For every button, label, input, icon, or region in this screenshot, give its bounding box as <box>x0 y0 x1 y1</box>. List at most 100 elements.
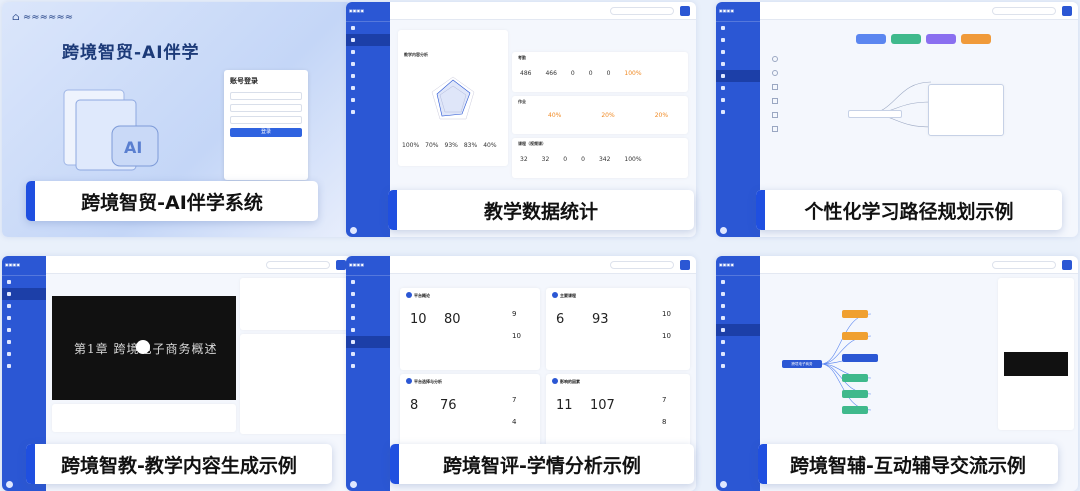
sidebar-item[interactable] <box>2 348 46 360</box>
search-input[interactable] <box>610 261 674 269</box>
tool-icon[interactable] <box>772 98 778 104</box>
search-input[interactable] <box>992 7 1056 15</box>
user-profile[interactable] <box>350 227 357 234</box>
sidebar-item-active[interactable] <box>716 70 760 82</box>
mindmap-node[interactable] <box>842 332 868 340</box>
path-button[interactable] <box>961 34 991 44</box>
chapter-list <box>52 404 236 432</box>
sidebar-item[interactable] <box>346 22 390 34</box>
analysis-card: 主要课程 6 93 10 10 <box>546 288 690 370</box>
kpi-value: 100% <box>624 70 642 77</box>
message-icon[interactable] <box>336 260 346 270</box>
path-button[interactable] <box>856 34 886 44</box>
login-card: 账号登录 登录 <box>224 70 308 180</box>
sidebar-item[interactable] <box>2 300 46 312</box>
mindmap-node[interactable] <box>842 374 868 382</box>
sidebar-item[interactable] <box>716 58 760 70</box>
sidebar-item-active[interactable] <box>346 336 390 348</box>
sidebar-item[interactable] <box>346 46 390 58</box>
sidebar-item[interactable] <box>346 360 390 372</box>
message-icon[interactable] <box>1062 6 1072 16</box>
search-input[interactable] <box>610 7 674 15</box>
sidebar-item[interactable] <box>716 94 760 106</box>
message-icon[interactable] <box>680 6 690 16</box>
sidebar-item[interactable] <box>716 336 760 348</box>
tool-icon[interactable] <box>772 70 778 76</box>
path-button[interactable] <box>891 34 921 44</box>
path-node[interactable] <box>848 110 902 118</box>
sidebar-item[interactable] <box>716 46 760 58</box>
sidebar-item[interactable] <box>346 312 390 324</box>
avatar <box>720 227 727 234</box>
sidebar-item[interactable] <box>716 360 760 372</box>
sidebar-item[interactable] <box>346 348 390 360</box>
tool-icon[interactable] <box>772 112 778 118</box>
kpi-value: 20% <box>601 112 615 119</box>
kpi-row: 32 32 0 0 342 100% <box>520 156 642 163</box>
percent-value: 83% <box>463 142 478 149</box>
tool-icon[interactable] <box>772 126 778 132</box>
sidebar-item[interactable] <box>346 58 390 70</box>
kpi-row: 40% 20% 20% <box>548 112 668 119</box>
sidebar-item[interactable] <box>346 94 390 106</box>
message-icon[interactable] <box>680 260 690 270</box>
sidebar: ▣▣▣▣ <box>716 2 760 237</box>
sidebar-item[interactable] <box>346 106 390 118</box>
avatar <box>6 481 13 488</box>
sidebar-item-active[interactable] <box>2 288 46 300</box>
mindmap-node[interactable] <box>842 310 868 318</box>
sidebar-item[interactable] <box>716 288 760 300</box>
sidebar-item[interactable] <box>346 276 390 288</box>
sidebar-item[interactable] <box>716 22 760 34</box>
password-field[interactable] <box>230 104 302 112</box>
tool-icon[interactable] <box>772 56 778 62</box>
sidebar-item[interactable] <box>716 82 760 94</box>
user-profile[interactable] <box>6 481 13 488</box>
sidebar-item[interactable] <box>2 312 46 324</box>
sidebar-item[interactable] <box>716 106 760 118</box>
analysis-card: 平台选择与分析 8 76 7 4 <box>400 374 540 452</box>
tool-icon[interactable] <box>772 84 778 90</box>
ai-chat-card <box>240 334 348 434</box>
mindmap-node[interactable] <box>842 406 868 414</box>
section-label: 考勤 <box>518 55 526 60</box>
topbar <box>760 256 1078 274</box>
sidebar-item-active[interactable] <box>716 324 760 336</box>
play-icon[interactable] <box>136 340 150 354</box>
user-profile[interactable] <box>350 481 357 488</box>
sidebar-item[interactable] <box>716 312 760 324</box>
mindmap-node[interactable] <box>842 354 878 362</box>
login-button[interactable]: 登录 <box>230 128 302 137</box>
mindmap-root[interactable]: 跨境电子商务 <box>782 360 822 368</box>
sidebar-item[interactable] <box>346 324 390 336</box>
mindmap-node[interactable] <box>842 390 868 398</box>
sidebar-item[interactable] <box>716 276 760 288</box>
search-input[interactable] <box>266 261 330 269</box>
user-profile[interactable] <box>720 227 727 234</box>
topbar <box>46 256 352 274</box>
sidebar-item[interactable] <box>716 348 760 360</box>
hot-topics-card <box>240 278 348 330</box>
video-player[interactable]: 第1章 跨境电子商务概述 <box>52 296 236 400</box>
video-thumbnail[interactable] <box>1004 352 1068 376</box>
sidebar-item[interactable] <box>2 360 46 372</box>
sidebar-item[interactable] <box>2 336 46 348</box>
captcha-field[interactable] <box>230 116 302 124</box>
sidebar-item[interactable] <box>346 70 390 82</box>
path-connector-lines <box>865 81 932 128</box>
user-profile[interactable] <box>720 481 727 488</box>
path-button[interactable] <box>926 34 956 44</box>
sidebar-item[interactable] <box>2 276 46 288</box>
sidebar-item[interactable] <box>346 300 390 312</box>
message-icon[interactable] <box>1062 260 1072 270</box>
kpi-value: 32 <box>541 156 550 163</box>
search-input[interactable] <box>992 261 1056 269</box>
username-field[interactable] <box>230 92 302 100</box>
sidebar-item[interactable] <box>716 300 760 312</box>
sidebar-item-active[interactable] <box>346 34 390 46</box>
sidebar-item[interactable] <box>346 82 390 94</box>
path-button-row <box>856 34 991 44</box>
sidebar-item[interactable] <box>2 324 46 336</box>
sidebar-item[interactable] <box>346 288 390 300</box>
sidebar-item[interactable] <box>716 34 760 46</box>
